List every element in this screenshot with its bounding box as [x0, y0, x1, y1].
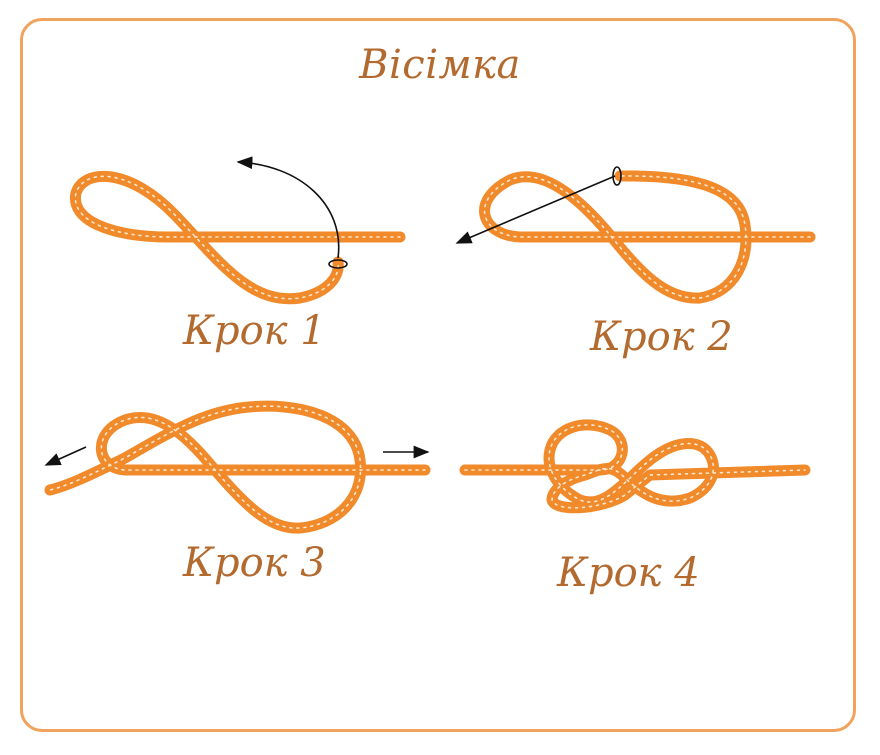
step1-marker: [328, 259, 348, 269]
step3-label: Крок 3: [183, 540, 326, 586]
diagram-title: Вісімка: [359, 42, 521, 88]
step1-rope: [69, 170, 406, 305]
step2-marker: [612, 166, 622, 186]
diagram-frame: [20, 18, 856, 732]
step3-arrow-left: [44, 446, 87, 466]
step4-rope: [459, 419, 811, 514]
step1-arrow: [236, 156, 340, 259]
step2-arrow: [455, 175, 616, 244]
step3-rope: [44, 400, 431, 534]
step1-label: Крок 1: [183, 308, 326, 354]
step2-rope: [479, 170, 816, 304]
step2-label: Крок 2: [590, 314, 733, 360]
step4-label: Крок 4: [557, 550, 700, 596]
